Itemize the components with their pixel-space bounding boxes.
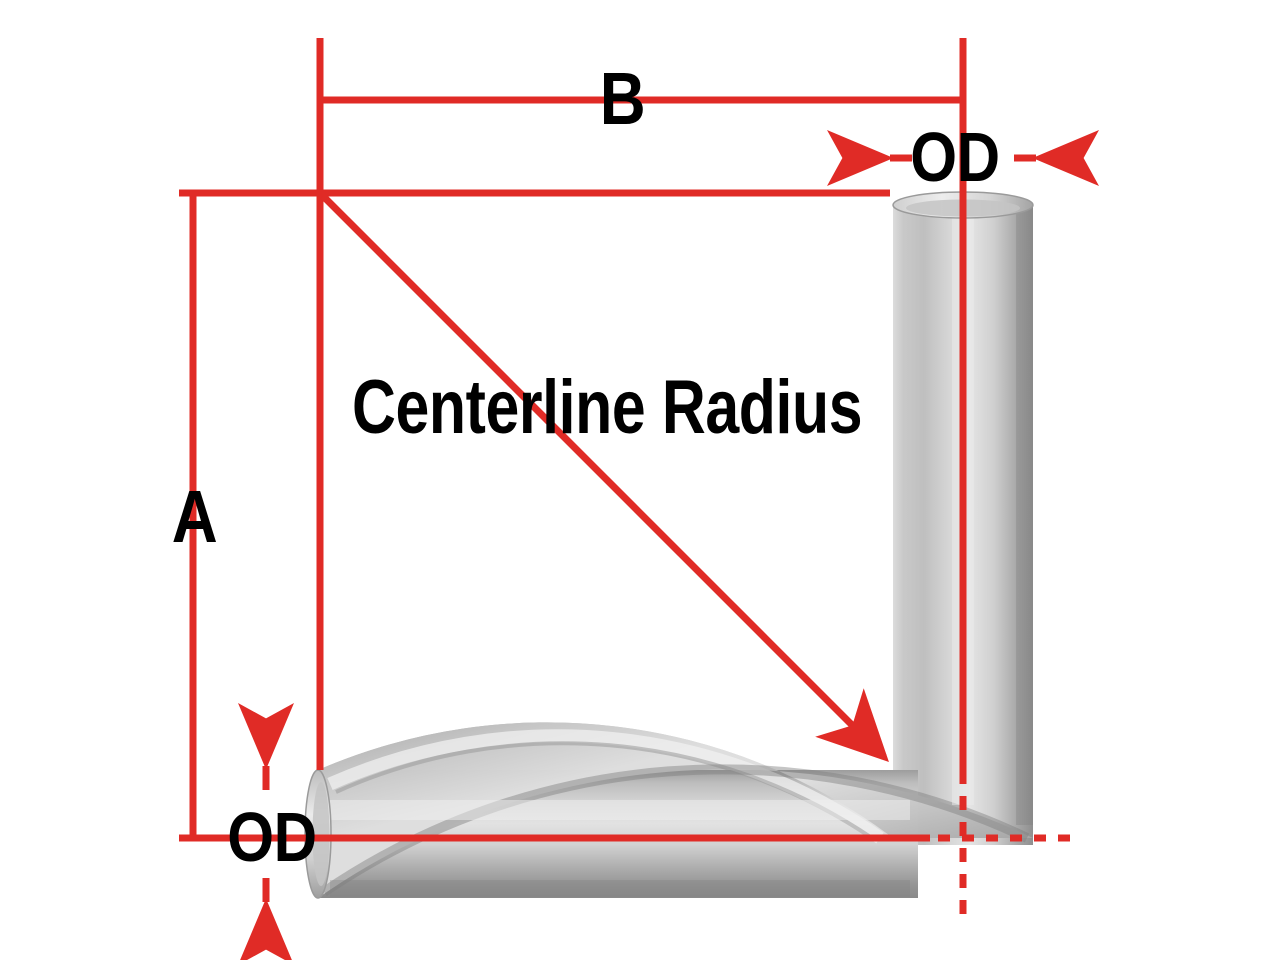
tube-left-bore — [312, 782, 330, 886]
dimension-label-od-top: OD — [910, 118, 1000, 196]
dimension-annotations — [179, 38, 1099, 960]
tube-inner-seam — [335, 741, 874, 840]
dimension-label-a: A — [171, 475, 218, 558]
tube-bend-overlay — [318, 722, 1033, 898]
tube-horizontal-highlight — [330, 800, 910, 820]
dimension-label-b: B — [599, 57, 646, 140]
centerline-radius-arrow — [320, 193, 889, 762]
tube-inner-highlight — [327, 729, 884, 844]
dimension-label-centerline-radius: Centerline Radius — [352, 365, 863, 450]
dimension-label-od-bottom: OD — [227, 798, 317, 876]
tube-horizontal-edge-shadow — [330, 880, 910, 897]
tube-vertical-edge-shadow — [1016, 205, 1033, 825]
